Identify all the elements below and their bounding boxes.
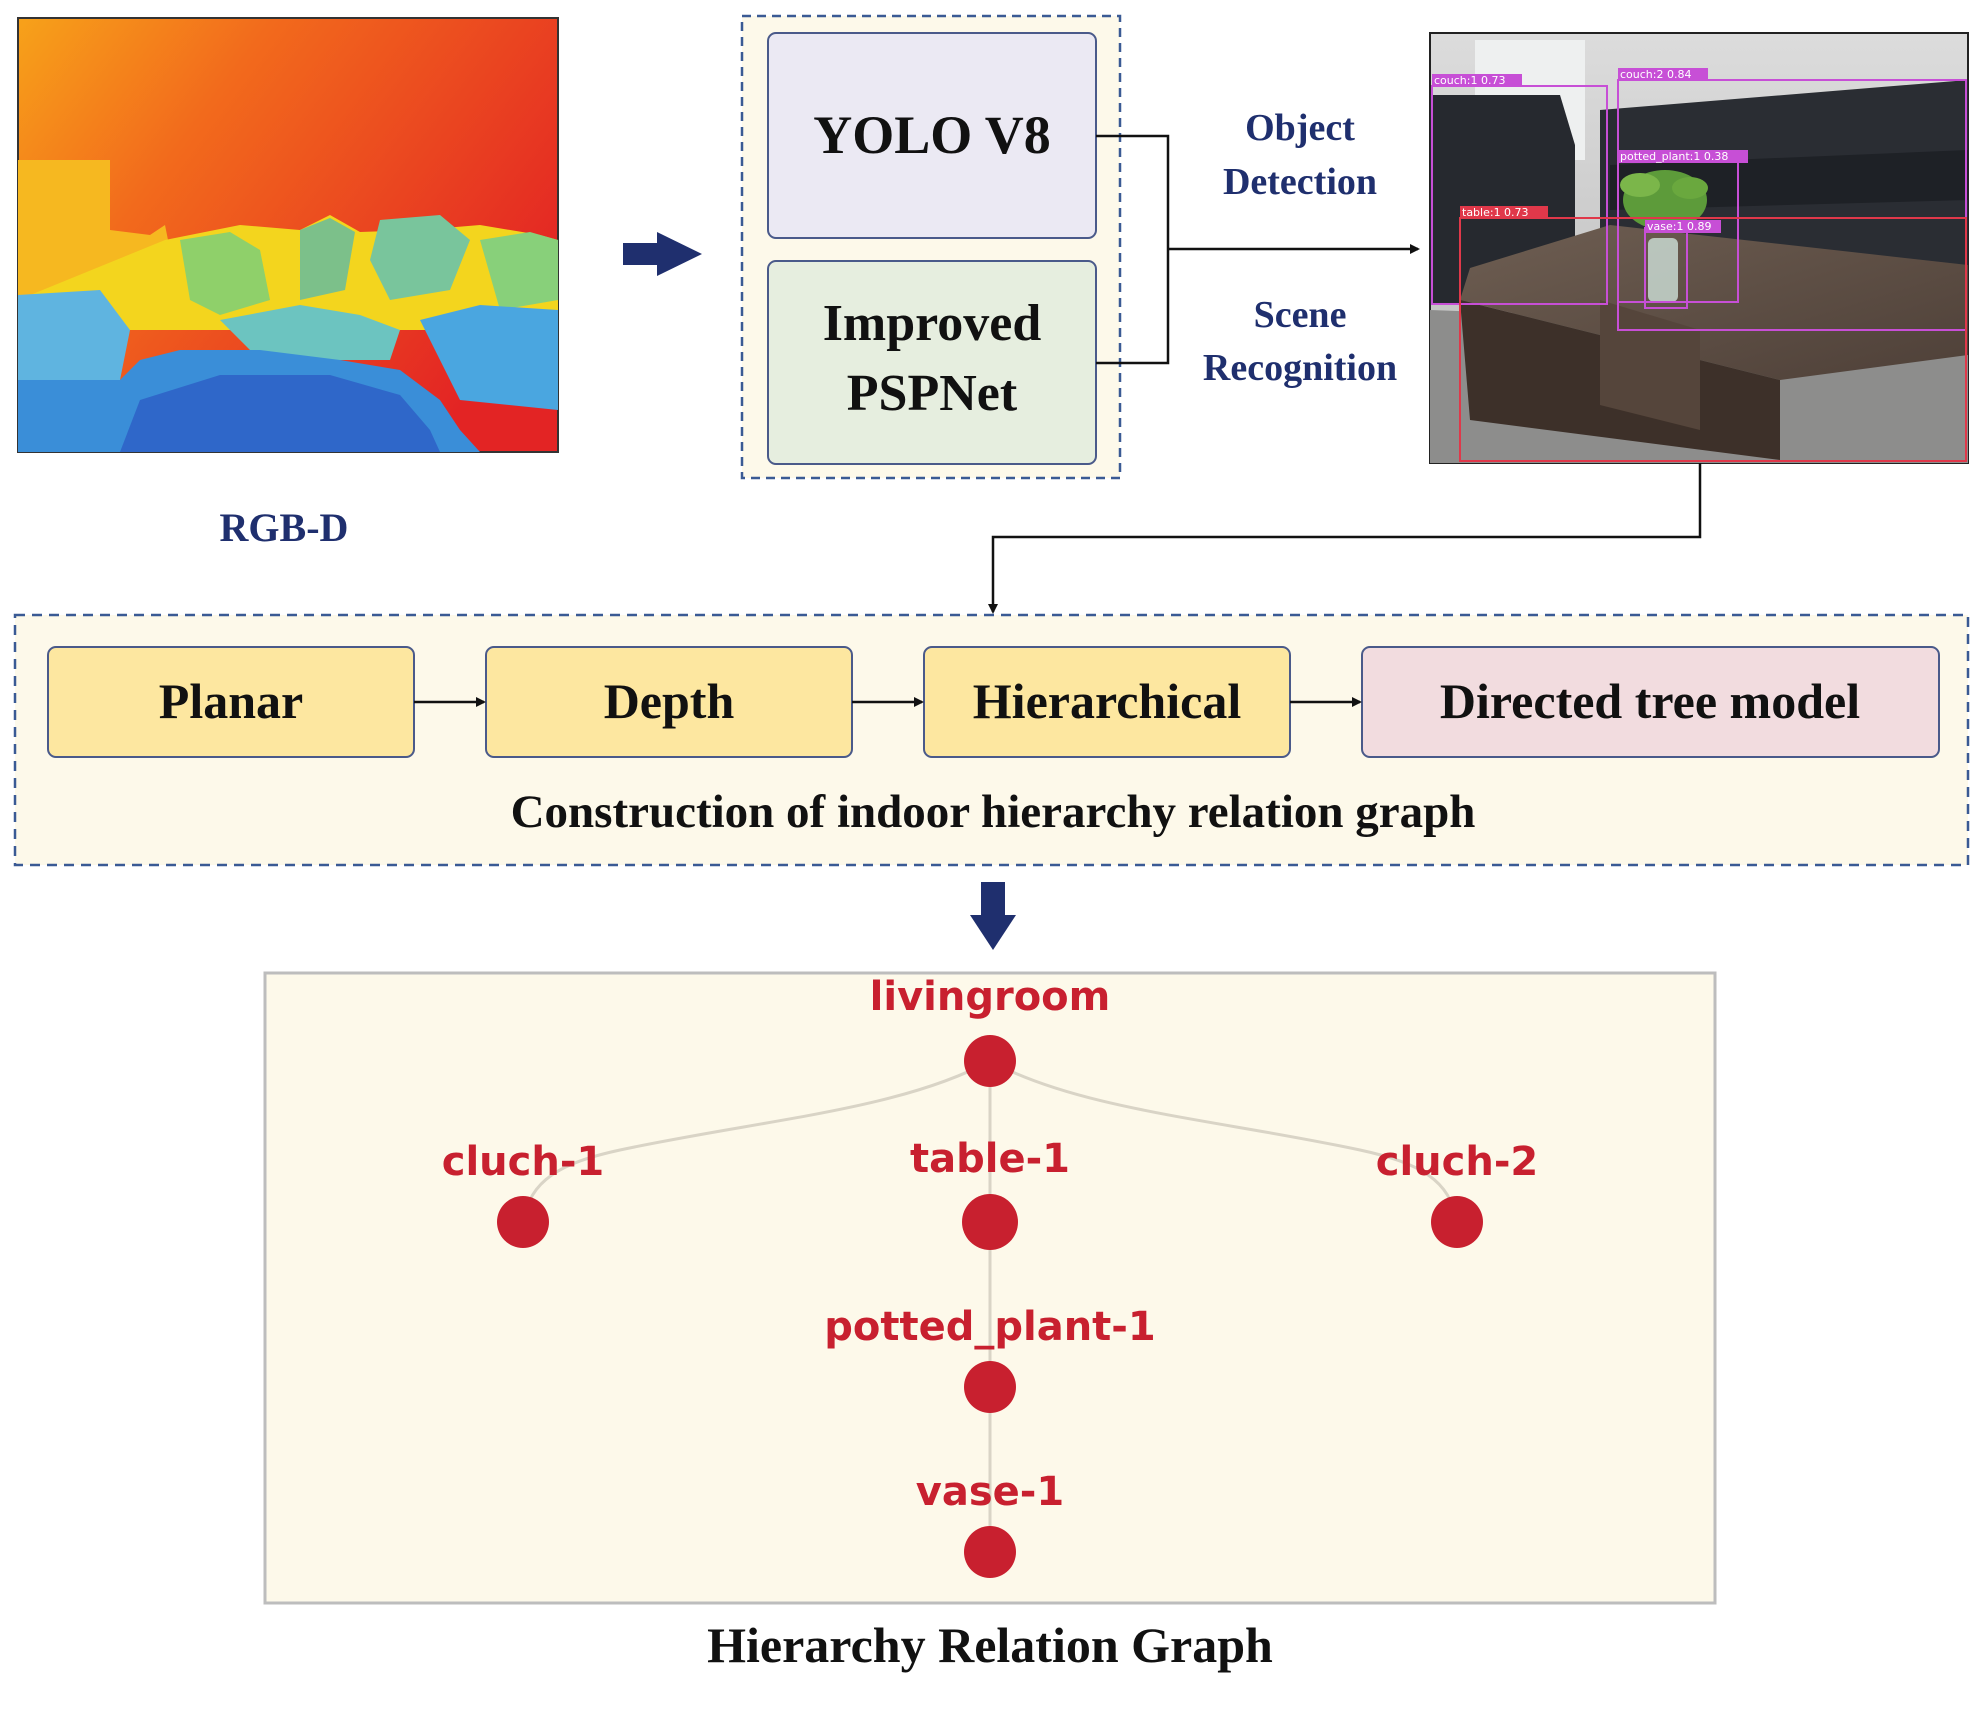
label-livingroom: livingroom [870,974,1111,1020]
arrow-right-icon [623,232,702,276]
pspnet-label-line2: PSPNet [847,365,1018,422]
pipeline-caption: Construction of indoor hierarchy relatio… [511,786,1476,838]
scene-recognition-line1: Scene [1254,294,1347,336]
step-directed-tree [1361,646,1940,758]
detection-tags: couch:1 0.73 couch:2 0.84 potted_plant:1… [1432,68,1748,233]
detection-tag: potted_plant:1 0.38 [1620,150,1728,163]
object-detection-line1: Object [1245,107,1355,149]
label-cluch-1: cluch-1 [442,1139,605,1185]
detection-image [1429,32,1969,464]
step-planar-label: Planar [159,673,303,729]
detection-tag: couch:2 0.84 [1620,68,1691,81]
object-detection-line2: Detection [1223,161,1377,203]
node-potted-plant-1 [964,1361,1016,1413]
step-depth-label: Depth [604,673,735,729]
depth-image [17,17,559,453]
photo-to-pipeline-connector [988,463,1702,614]
node-cluch-1 [497,1196,549,1248]
node-cluch-2 [1431,1196,1483,1248]
detection-tag: table:1 0.73 [1462,206,1529,219]
rgbd-label: RGB-D [220,505,349,550]
step-directed-tree-label: Directed tree model [1440,673,1860,729]
detection-tag: couch:1 0.73 [1434,74,1505,87]
arrow-down-icon [970,882,1016,950]
graph-title: Hierarchy Relation Graph [707,1617,1273,1673]
graph-nodes [497,1035,1483,1578]
detection-tag: vase:1 0.89 [1647,220,1711,233]
pspnet-box [767,260,1097,465]
label-table-1: table-1 [910,1136,1070,1182]
merge-connector [1096,134,1420,365]
yolo-label: YOLO V8 [813,105,1051,165]
pspnet-label-line1: Improved [823,295,1042,352]
node-table-1 [962,1194,1018,1250]
node-livingroom [964,1035,1016,1087]
label-cluch-2: cluch-2 [1376,1139,1539,1185]
scene-recognition-line2: Recognition [1203,347,1397,389]
label-potted-plant-1: potted_plant-1 [824,1304,1155,1350]
node-vase-1 [964,1526,1016,1578]
step-hierarchical-label: Hierarchical [973,673,1242,729]
label-vase-1: vase-1 [916,1469,1064,1515]
